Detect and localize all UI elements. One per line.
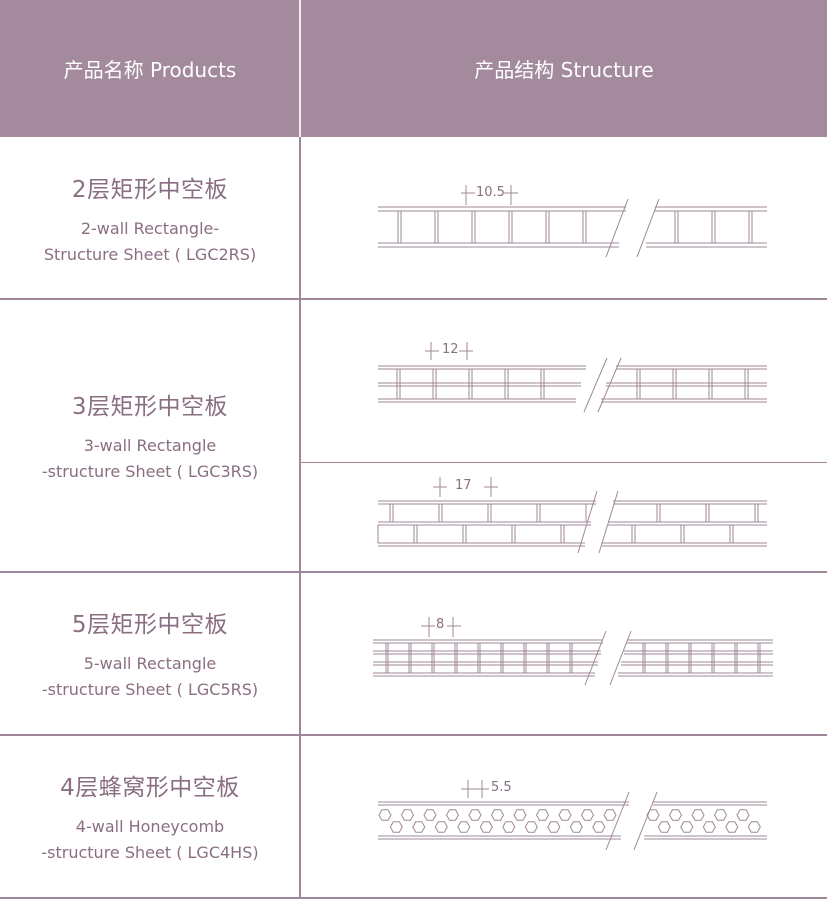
product-name-en-line: 5-wall Rectangle — [83, 653, 217, 673]
structure-cell: 8 — [301, 573, 827, 734]
structure-cell: 17 — [301, 463, 827, 571]
honeycomb-cell — [580, 809, 595, 821]
row-divider — [0, 734, 827, 736]
header-divider — [299, 0, 301, 137]
product-name-en: 3-wall Rectangle -structure Sheet ( LGC3… — [42, 433, 258, 485]
product-name-en-line: -structure Sheet ( LGC5RS) — [41, 679, 259, 699]
honeycomb-cell — [558, 809, 572, 821]
product-name-cell: 5层矩形中空板 5-wall Rectangle -structure Shee… — [0, 573, 300, 734]
honeycomb-cell — [592, 821, 606, 833]
dimension-label: 10.5 — [476, 185, 505, 200]
product-name-cell: 3层矩形中空板 3-wall Rectangle -structure Shee… — [0, 300, 300, 571]
product-name-zh: 2层矩形中空板 — [71, 176, 229, 203]
structure-cell: 5.5 — [301, 736, 827, 897]
structure-cell: 10.5 — [301, 139, 827, 298]
dimension-label: 17 — [455, 478, 472, 493]
dimension-label: 5.5 — [491, 780, 512, 795]
honeycomb-cell — [502, 821, 516, 833]
product-name-cell: 4层蜂窝形中空板 4-wall Honeycomb -structure She… — [0, 736, 300, 897]
row-divider — [0, 897, 827, 899]
honeycomb-cell — [646, 809, 660, 821]
2-wall-rectangle-cross-section-icon — [378, 185, 767, 258]
honeycomb-cell — [445, 809, 460, 821]
header-structure-label: 产品结构 Structure — [474, 58, 654, 82]
product-name-en: 4-wall Honeycomb -structure Sheet ( LGC4… — [41, 814, 258, 866]
product-name-cell: 2层矩形中空板 2-wall Rectangle- Structure Shee… — [0, 139, 300, 298]
honeycomb-cell — [713, 809, 728, 821]
honeycomb-cell — [378, 809, 392, 821]
dimension-label: 12 — [442, 342, 459, 357]
product-name-en-line: -structure Sheet ( LGC4HS) — [41, 842, 259, 862]
product-name-en-line: 4-wall Honeycomb — [75, 816, 225, 836]
honeycomb-cell — [725, 821, 739, 833]
honeycomb-cell — [547, 821, 561, 833]
honeycomb-cell — [747, 821, 761, 833]
honeycomb-cell — [603, 809, 617, 821]
product-name-en-line: Structure Sheet ( LGC2RS) — [43, 244, 257, 264]
3-wall-rectangle-cross-section-icon — [377, 477, 767, 554]
honeycomb-cell — [513, 809, 527, 821]
honeycomb-cell — [668, 809, 683, 821]
header-products-label: 产品名称 Products — [63, 58, 237, 82]
5-wall-rectangle-cross-section-icon — [373, 617, 773, 686]
4-wall-honeycomb-cross-section-icon — [378, 780, 767, 851]
3-wall-rectangle-cross-section-icon — [378, 342, 767, 413]
table-header — [0, 0, 827, 137]
honeycomb-cell — [400, 809, 415, 821]
honeycomb-cell — [423, 809, 437, 821]
honeycomb-cell — [457, 821, 471, 833]
header-structure: 产品结构 Structure — [301, 0, 827, 137]
row-divider — [0, 298, 827, 300]
column-divider — [299, 137, 301, 898]
honeycomb-cell — [479, 821, 493, 833]
honeycomb-cell — [691, 809, 705, 821]
product-name-zh: 5层矩形中空板 — [71, 611, 229, 638]
honeycomb-cell — [468, 809, 482, 821]
product-name-en: 2-wall Rectangle- Structure Sheet ( LGC2… — [44, 216, 256, 268]
honeycomb-cell — [569, 821, 583, 833]
product-name-zh: 3层矩形中空板 — [71, 393, 229, 420]
product-name-en: 5-wall Rectangle -structure Sheet ( LGC5… — [42, 651, 258, 703]
honeycomb-cell — [535, 809, 550, 821]
dimension-label: 8 — [436, 617, 445, 632]
sub-row-divider — [301, 462, 827, 463]
structure-cell: 12 — [301, 300, 827, 462]
product-name-en-line: -structure Sheet ( LGC3RS) — [41, 461, 259, 481]
honeycomb-cell — [657, 821, 671, 833]
header-products: 产品名称 Products — [0, 0, 300, 137]
honeycomb-cell — [412, 821, 426, 833]
product-name-en-line: 3-wall Rectangle — [83, 435, 217, 455]
honeycomb-cell — [736, 809, 750, 821]
product-name-en-line: 2-wall Rectangle- — [80, 218, 220, 238]
honeycomb-cell — [524, 821, 538, 833]
honeycomb-cell — [490, 809, 505, 821]
row-divider — [0, 571, 827, 573]
honeycomb-cell — [702, 821, 716, 833]
product-name-zh: 4层蜂窝形中空板 — [60, 774, 240, 801]
honeycomb-cell — [434, 821, 448, 833]
honeycomb-cell — [680, 821, 694, 833]
honeycomb-cell — [389, 821, 403, 833]
